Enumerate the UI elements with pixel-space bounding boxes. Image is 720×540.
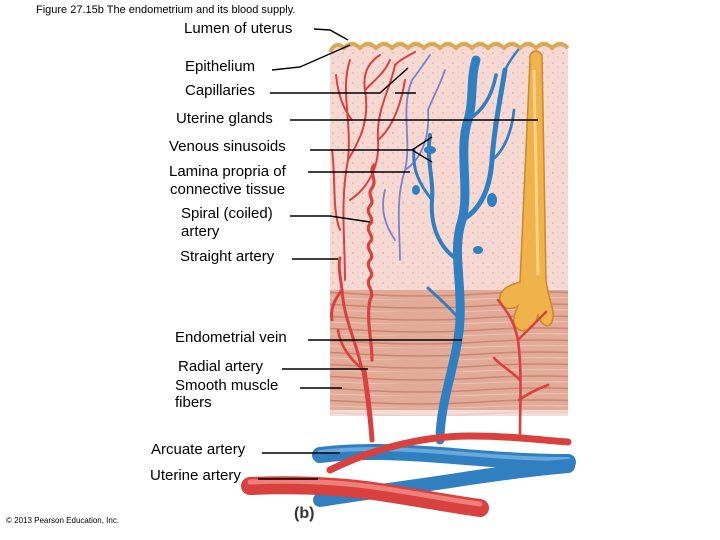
capillary-network-blue <box>382 54 446 261</box>
panel-letter: (b) <box>294 505 315 522</box>
leader-lumen <box>313 28 349 41</box>
arcuate-vein <box>312 443 576 470</box>
venous-sinusoids <box>412 146 497 254</box>
label-smooth-muscle-line1: Smooth muscle <box>175 377 279 394</box>
endometrial-vein <box>412 48 520 445</box>
label-lamina-propria-line2: connective tissue <box>170 181 286 198</box>
label-radial-artery: Radial artery <box>178 358 264 375</box>
straight-artery <box>330 256 364 372</box>
copyright-notice: © 2013 Pearson Education, Inc. <box>6 516 120 525</box>
muscle-edge <box>330 410 568 418</box>
leader-lines <box>258 28 538 480</box>
radial-artery-right <box>492 298 550 442</box>
label-lumen-of-uterus: Lumen of uterus <box>184 20 293 37</box>
label-spiral-artery-line1: Spiral (coiled) <box>181 205 273 222</box>
label-lamina-propria-line1: Lamina propria of <box>169 163 286 180</box>
arcuate-artery-vessel <box>326 432 572 474</box>
arcuate-vessels <box>241 432 576 517</box>
epithelium-layer <box>328 42 570 53</box>
uterine-artery-vessel <box>241 476 489 517</box>
label-endometrial-vein: Endometrial vein <box>175 329 287 346</box>
leader-capillaries-a <box>270 67 409 94</box>
spiral-artery <box>366 163 376 362</box>
label-capillaries: Capillaries <box>185 82 256 99</box>
leader-spiral-artery <box>290 215 371 223</box>
figure-title: Figure 27.15b The endometrium and its bl… <box>36 4 296 16</box>
label-arcuate-artery: Arcuate artery <box>151 441 246 458</box>
label-epithelium: Epithelium <box>185 58 256 75</box>
label-smooth-muscle-line2: fibers <box>175 394 212 411</box>
capillary-network-red <box>331 51 416 281</box>
label-spiral-artery-line2: artery <box>181 223 220 240</box>
label-venous-sinusoids: Venous sinusoids <box>169 138 286 155</box>
label-straight-artery: Straight artery <box>180 248 275 265</box>
label-uterine-glands: Uterine glands <box>176 110 273 127</box>
radial-artery <box>336 328 375 443</box>
leader-venous-sinusoids-b <box>411 149 433 163</box>
label-uterine-artery: Uterine artery <box>150 467 241 484</box>
leader-epithelium <box>271 44 351 71</box>
lamina-propria-region <box>330 44 568 290</box>
